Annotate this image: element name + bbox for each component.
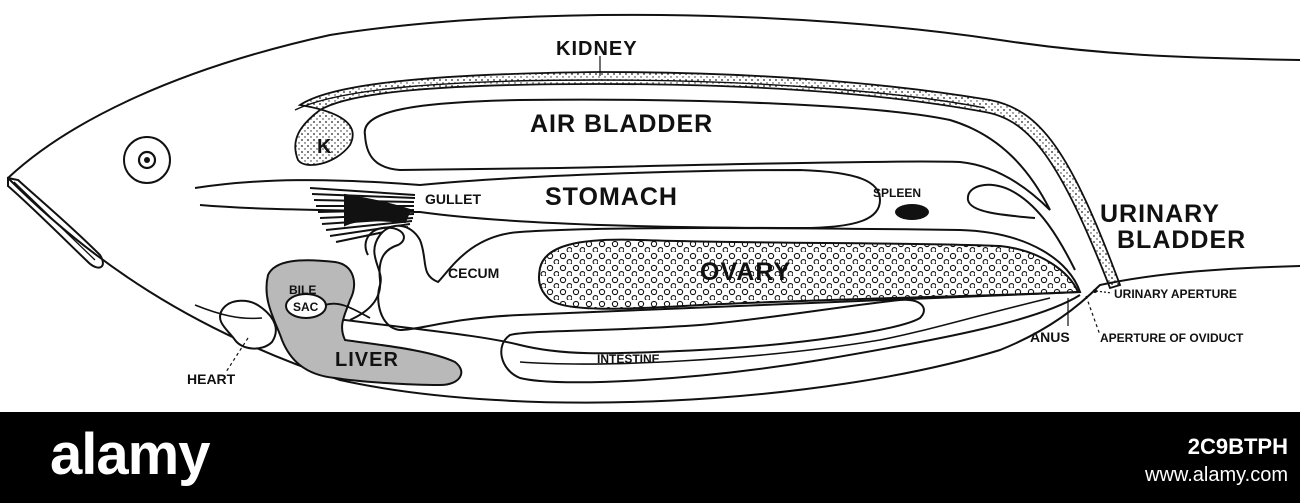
label-air-bladder: AIR BLADDER xyxy=(530,110,713,138)
ovary-shape xyxy=(539,240,1078,309)
label-intestine: INTESTINE xyxy=(597,352,660,366)
label-heart: HEART xyxy=(187,371,236,387)
label-spleen: SPLEEN xyxy=(873,186,921,200)
label-cecum: CECUM xyxy=(448,265,499,281)
label-aperture-of-oviduct: APERTURE OF OVIDUCT xyxy=(1100,331,1244,345)
watermark-url: www.alamy.com xyxy=(1145,464,1288,487)
label-liver: LIVER xyxy=(335,349,399,371)
label-sac: SAC xyxy=(293,300,319,314)
label-kidney: KIDNEY xyxy=(556,38,638,60)
aperture-oviduct-pointer xyxy=(1086,296,1100,335)
label-k: K xyxy=(317,136,332,158)
label-gullet: GULLET xyxy=(425,191,481,207)
eye-icon xyxy=(124,137,170,183)
fish-anatomy-diagram: KIDNEY AIR BLADDER K GULLET STOMACH SPLE… xyxy=(0,0,1300,412)
label-urinary-bladder-2: BLADDER xyxy=(1117,226,1246,254)
label-ovary: OVARY xyxy=(700,258,791,286)
label-urinary-aperture: URINARY APERTURE xyxy=(1114,287,1237,301)
heart-shape xyxy=(220,301,276,349)
image-id-text: 2C9BTPH xyxy=(1188,434,1288,460)
label-bile: BILE xyxy=(289,283,316,297)
mouth-line xyxy=(14,182,95,260)
label-anus: ANUS xyxy=(1030,329,1070,345)
urinary-aperture-pointer xyxy=(1096,291,1112,293)
watermark-footer: alamy 2C9BTPH www.alamy.com xyxy=(0,412,1300,503)
alamy-logo: alamy xyxy=(50,426,209,484)
spleen-shape xyxy=(895,204,929,220)
label-stomach: STOMACH xyxy=(545,183,678,211)
stomach-shape xyxy=(195,170,880,228)
label-urinary-bladder-1: URINARY xyxy=(1100,200,1220,228)
